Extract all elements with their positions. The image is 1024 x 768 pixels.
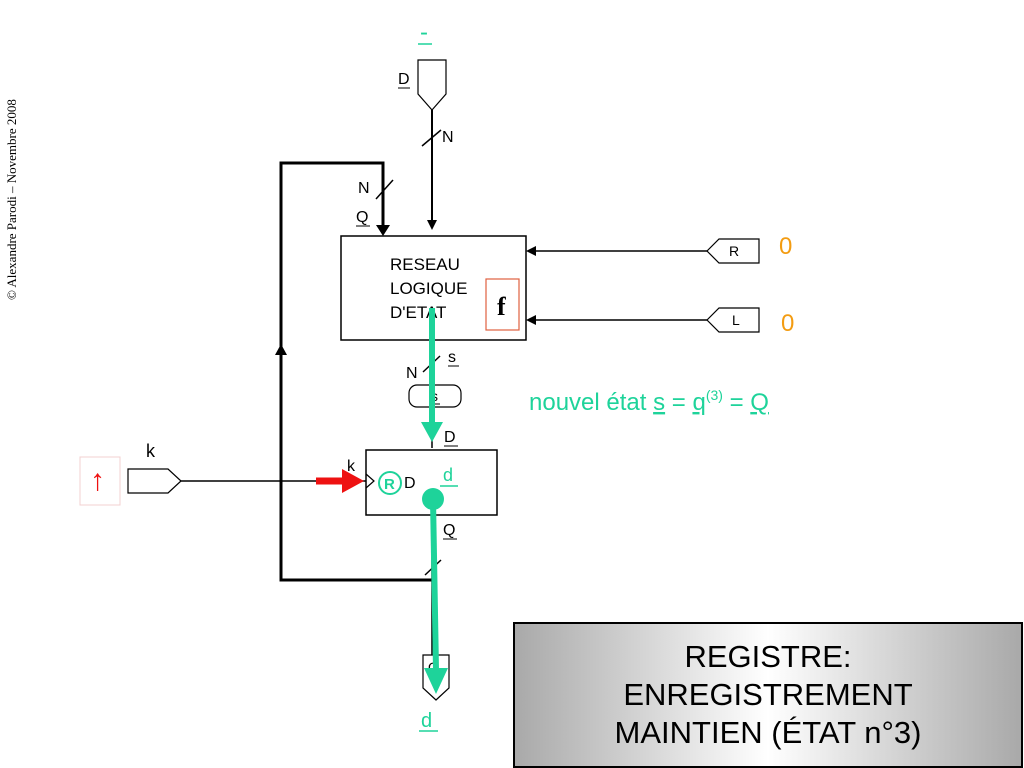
- title-box: REGISTRE: ENREGISTREMENT MAINTIEN (ÉTAT …: [513, 622, 1023, 768]
- diagram-canvas: [120, 0, 790, 710]
- sidebar-panel: © Alexandre Parodi – Novembre 2008: [0, 0, 120, 768]
- logic-line-2: LOGIQUE: [390, 279, 467, 298]
- r-input-port: [706, 238, 760, 264]
- title-line-1: REGISTRE:: [684, 639, 852, 674]
- new-state-annotation: nouvel état s = q(3) = Q: [529, 387, 769, 416]
- annotation-q: q: [692, 389, 705, 416]
- n-bus-slash: [421, 129, 442, 147]
- function-label: f: [497, 292, 506, 321]
- k-input-port: [127, 468, 182, 494]
- teal-arrow-1-head: [421, 422, 443, 442]
- feedback-arrowhead-in: [376, 225, 390, 236]
- annotation-exp: (3): [706, 387, 723, 403]
- n-feedback-label: N: [358, 180, 370, 197]
- logic-line-3: D'ETAT: [390, 303, 446, 322]
- function-box: [485, 278, 520, 331]
- l-input-port: [706, 307, 760, 333]
- register-q-label: Q: [443, 522, 455, 539]
- annotation-s: s: [653, 389, 665, 416]
- teal-arrow-2-head: [424, 668, 448, 694]
- q-feedback-label: Q: [356, 209, 368, 226]
- clock-edge-symbol: ↑: [90, 464, 105, 497]
- clock-edge-box: [79, 456, 121, 506]
- register-d-inner-label-box: [382, 470, 383, 471]
- d-input-port: [417, 59, 447, 111]
- r-label: R: [729, 243, 739, 259]
- output-d-value: d: [421, 710, 432, 732]
- red-clock-arrowhead: [342, 469, 364, 493]
- l-value: 0: [781, 310, 794, 337]
- s-output-label: s: [448, 349, 456, 366]
- register-clock-triangle: [365, 473, 375, 489]
- register-d-inner-label: D: [404, 475, 416, 492]
- register-r-circle: [378, 471, 402, 495]
- teal-arrow-2-shaft: [430, 498, 439, 671]
- n-output-label: N: [406, 365, 418, 382]
- title-line-2: ENREGISTREMENT: [623, 677, 913, 712]
- k-label: k: [146, 441, 156, 461]
- r-value: 0: [779, 233, 792, 260]
- annotation-Q: Q: [750, 389, 769, 416]
- register-r-symbol: R: [384, 476, 395, 493]
- title-line-3: MAINTIEN (ÉTAT n°3): [614, 715, 922, 750]
- register-d-value: d: [443, 465, 453, 485]
- top-bar-signal: -: [420, 19, 428, 46]
- n-top-label: N: [442, 129, 454, 146]
- feedback-slash: [375, 179, 394, 200]
- feedback-arrowhead-up: [275, 344, 287, 355]
- register-d-input-label: D: [444, 429, 456, 446]
- feedback-loop-wire: [279, 161, 432, 582]
- l-label: L: [732, 312, 740, 328]
- d-bus-label: D: [398, 71, 410, 88]
- register-k-label: k: [347, 458, 356, 475]
- logic-line-1: RESEAU: [390, 255, 460, 274]
